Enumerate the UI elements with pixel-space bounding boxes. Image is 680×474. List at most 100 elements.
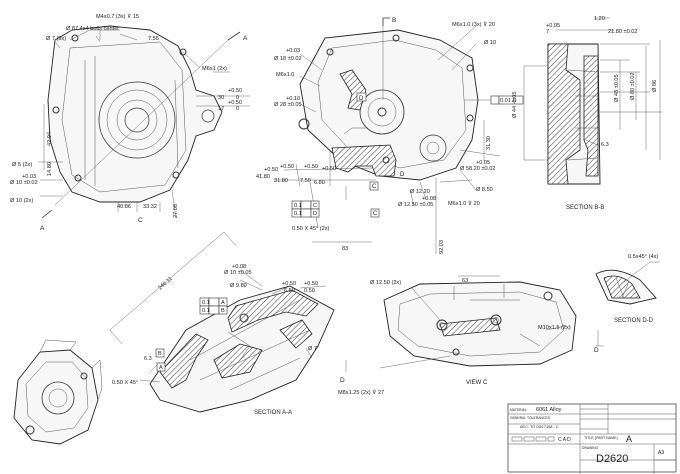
dim-h050d: +0.50: [322, 166, 336, 172]
dim-tol-003: +0.03: [22, 174, 36, 180]
section-marker-b: B: [392, 17, 396, 24]
fcf1-datum: C: [313, 203, 317, 209]
dim-21-80: 21.80 ±0.02: [608, 29, 638, 35]
fcf1-datum: A: [221, 300, 225, 306]
section-b-title: SECTION B-B: [566, 205, 604, 211]
dim-7-50: 7.50: [300, 178, 311, 184]
dim-tol-050b: +0.50: [228, 100, 242, 106]
dim-31-30: 31.30: [486, 136, 492, 150]
section-d-d: [595, 261, 660, 305]
fcf-position-symbol: [490, 95, 500, 105]
dim-246-11: 246.11: [157, 276, 173, 292]
dim-tol-0: 0: [236, 95, 239, 101]
dim-tol-0b: 0: [236, 106, 239, 112]
dim-14-80: 14.80: [47, 162, 53, 176]
dim-tol-050: +0.50: [228, 88, 242, 94]
dim-40-86: 40.86: [117, 204, 131, 210]
marker-c-2: C: [373, 211, 378, 217]
dim-d7: Ø 7: [308, 346, 317, 352]
marker-d-ref: D: [359, 96, 364, 102]
dim-d44: Ø 44 -0.05: [512, 92, 518, 118]
dim-42-94: 42.94: [47, 132, 53, 146]
dim-tol-008: +0.08: [232, 264, 246, 270]
dim-1-20: 1.20: [594, 16, 605, 22]
dim-d80: Ø 80 ±0.02: [630, 72, 636, 100]
dim-6-80: 6.80: [314, 180, 325, 186]
dim-17: 17: [218, 106, 224, 112]
section-a-a: [109, 231, 335, 413]
dim-tol-005: +0.05: [546, 23, 560, 29]
section-b-labels: 1.20 7 +0.05 21.80 ±0.02 Ø 44 -0.05 Ø 48…: [512, 16, 658, 211]
view-c-title: VIEW C: [466, 380, 488, 386]
dim-m4: M4x0.7 (3x) ⊽ 15: [96, 13, 139, 20]
dim-m6-3x: M6x1.0 (3x) ⊽ 20: [452, 21, 495, 28]
section-marker-a-bottom: A: [40, 225, 45, 232]
dim-6-3: 6.3: [144, 356, 152, 362]
dim-d58: Ø 58.20 ±0.02: [460, 166, 495, 172]
tolerance-label: GENERAL TOLERANCES: [510, 416, 551, 420]
dim-7: 7: [546, 29, 549, 35]
dim-bolt-circle: Ø 87 4x4 bolts center: [66, 26, 119, 32]
marker-c-1: C: [372, 184, 377, 190]
dim-tol-p003: +0.03: [286, 48, 300, 54]
dim-33-32: 33.32: [143, 204, 157, 210]
dim-h050c: +0.50: [304, 164, 318, 170]
fcf1-tol: 0.1: [202, 300, 210, 306]
title-block: [507, 403, 677, 474]
datum-a: A: [159, 365, 163, 371]
dim-63: 63: [462, 278, 468, 284]
dim-0-50: 0.50: [304, 288, 315, 294]
dim-h050b: +0.50: [280, 164, 294, 170]
dim-chamfer: 0.50 X 45°: [112, 380, 138, 386]
fcf1-tol: 0.1: [294, 203, 302, 209]
dim-tol-050a: +0.50: [282, 281, 296, 287]
marker-d-right: D: [594, 347, 599, 354]
front-view: [38, 25, 250, 219]
isometric-view: [13, 339, 103, 445]
section-marker-a-top: A: [243, 35, 248, 42]
dim-6-50: 6.50: [284, 288, 295, 294]
dim-30: 30: [218, 95, 224, 101]
dim-41-80: 41.80: [256, 174, 270, 180]
part-name: A: [626, 434, 632, 444]
dim-tol-p005: +0.05: [476, 160, 490, 166]
marker-d-left: D: [340, 377, 345, 384]
dim-27-08: 27.08: [173, 204, 179, 218]
material-label: MATERIAL: [510, 408, 527, 412]
dim-m6: M6x1.0: [276, 72, 294, 78]
dim-6-3: 6.3: [601, 142, 609, 148]
dim-d86: Ø 86: [652, 80, 658, 92]
dim-tol-p008: +0.08: [422, 196, 436, 202]
dim-92-03: 92.03: [439, 240, 445, 254]
section-a-title: SECTION A-A: [254, 410, 292, 416]
dim-7-55: 7.55: [148, 36, 159, 42]
top-view: D: [274, 17, 524, 254]
datum-b: B: [158, 351, 162, 357]
top-view-labels: +0.03 Ø 18 ±0.02 M6x1.0 +0.10 Ø 28 ±0.05…: [256, 17, 516, 254]
view-c: [345, 275, 604, 372]
title-block-labels: MATERIAL 6061 Alloy GENERAL TOLERANCES A…: [510, 407, 664, 465]
view-marker-c: C: [138, 217, 143, 224]
dim-d12-50: Ø 12.50 (2x): [370, 280, 401, 286]
view-c-labels: Ø 12.50 (2x) 63 M10x1.5 (2x) M8x1.25 (2x…: [338, 278, 599, 396]
drawing-number: D2620: [596, 453, 628, 465]
dim-d18: Ø 18 ±0.02: [274, 56, 302, 62]
dim-d10: Ø 10 ±0.02: [10, 180, 38, 186]
dim-d7: Ø 7 (9x): [46, 36, 66, 42]
dim-d9-80: Ø 9.80: [230, 283, 247, 289]
section-d-labels: 0.5x45° (4x) SECTION D-D: [614, 254, 658, 324]
dim-83: 83: [342, 246, 348, 252]
front-view-labels: M4x0.7 (3x) ⊽ 15 Ø 87 4x4 bolts center Ø…: [10, 13, 248, 232]
dim-d28: Ø 28 ±0.05: [274, 102, 302, 108]
fcf2-tol: 0.1: [202, 308, 210, 314]
section-d-title: SECTION D-D: [614, 318, 654, 324]
drawing-label: DRAWING: [582, 446, 599, 450]
material-value: 6061 Alloy: [536, 407, 562, 413]
dim-d5: Ø 5 (2x): [12, 162, 32, 168]
marker-d: D: [400, 172, 405, 178]
dim-31-80: 31.80: [274, 178, 288, 184]
tolerance-value: ACC. TO DIN 7168 - C: [520, 425, 559, 429]
fcf-value: 0.01 D: [500, 98, 516, 104]
